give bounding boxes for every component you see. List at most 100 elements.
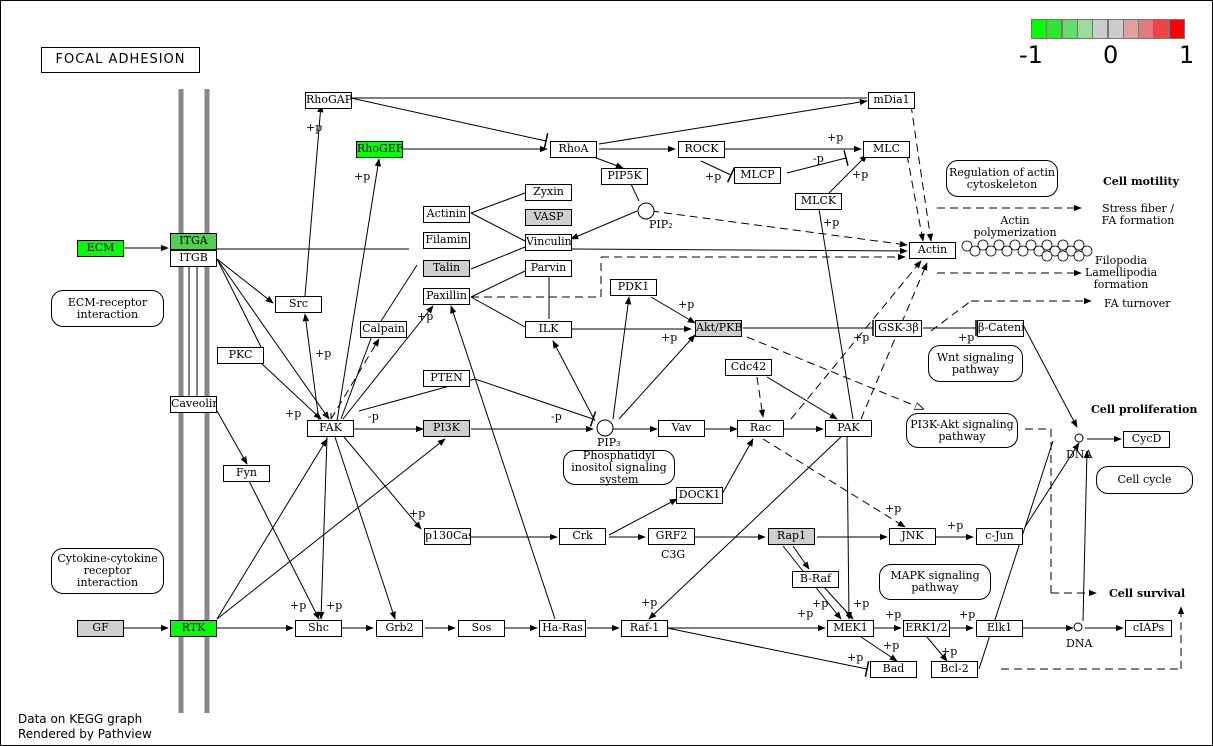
node-rhoa[interactable]: RhoA (550, 141, 597, 158)
node-cycd[interactable]: CycD (1123, 431, 1170, 448)
label-pip2: PIP₂ (649, 218, 673, 231)
node-rhogef[interactable]: RhoGEF (356, 141, 403, 158)
pathway-mapk[interactable]: MAPK signaling pathway (879, 564, 991, 600)
phospho-label: +p (885, 608, 902, 621)
node-fak[interactable]: FAK (307, 420, 354, 437)
node-actin[interactable]: Actin (909, 242, 956, 259)
node-gf[interactable]: GF (77, 620, 124, 637)
footer-line-2: Rendered by Pathview (18, 727, 152, 741)
node-pten[interactable]: PTEN (423, 370, 470, 387)
pathway-title: FOCAL ADHESION (41, 47, 200, 73)
phospho-label: +p (885, 502, 902, 515)
footer-line-1: Data on KEGG graph (18, 712, 143, 726)
node-sos[interactable]: Sos (458, 620, 505, 637)
node-zyxin[interactable]: Zyxin (525, 184, 572, 201)
node-bcl2[interactable]: Bcl-2 (931, 661, 978, 678)
node-braf[interactable]: B-Raf (792, 571, 839, 588)
node-mdia1[interactable]: mDia1 (868, 92, 915, 109)
node-mlcp[interactable]: MLCP (734, 167, 781, 184)
node-parvin[interactable]: Parvin (525, 260, 572, 277)
node-rhogap[interactable]: RhoGAP (305, 92, 352, 109)
node-vav[interactable]: Vav (658, 420, 705, 437)
node-itgb[interactable]: ITGB (170, 250, 217, 267)
node-rac[interactable]: Rac (737, 420, 784, 437)
node-vinculin[interactable]: Vinculin (525, 234, 572, 251)
phospho-label: +p (641, 596, 658, 609)
pathway-wnt[interactable]: Wnt signaling pathway (928, 345, 1023, 382)
node-cjun[interactable]: c-Jun (976, 528, 1023, 545)
phospho-label: +p (823, 216, 840, 229)
node-elk1[interactable]: Elk1 (976, 620, 1023, 637)
node-bad[interactable]: Bad (870, 661, 917, 678)
pathway-ecm-receptor[interactable]: ECM-receptor interaction (51, 290, 164, 327)
label-fa-turnover: FA turnover (1104, 297, 1171, 310)
node-pip5k[interactable]: PIP5K (601, 168, 648, 185)
node-src[interactable]: Src (275, 296, 322, 313)
node-dock1[interactable]: DOCK1 (676, 487, 723, 504)
pathway-pi3k-akt[interactable]: PI3K-Akt signaling pathway (906, 413, 1018, 448)
node-jnk[interactable]: JNK (889, 528, 936, 545)
node-ilk[interactable]: ILK (525, 321, 572, 338)
node-pdk1[interactable]: PDK1 (610, 279, 657, 296)
node-ciaps[interactable]: cIAPs (1125, 620, 1172, 637)
phospho-label: +p (409, 507, 426, 520)
pathway-phosphatidyl-inositol[interactable]: Phosphatidyl inositol signaling system (563, 449, 675, 485)
pathway-cell-cycle[interactable]: Cell cycle (1096, 466, 1193, 494)
pathway-regulation-actin[interactable]: Regulation of actin cytoskeleton (946, 160, 1058, 197)
node-pi3k[interactable]: PI3K (423, 420, 470, 437)
node-shc[interactable]: Shc (295, 620, 342, 637)
node-akt[interactable]: Akt/PKB (695, 320, 742, 337)
phospho-label: +p (315, 347, 332, 360)
node-crk[interactable]: Crk (559, 528, 606, 545)
phospho-label: +p (661, 331, 678, 344)
node-grf2[interactable]: GRF2 (648, 528, 695, 545)
node-hras[interactable]: Ha-Ras (539, 620, 586, 637)
phospho-label: +p (847, 651, 864, 664)
label-cell-proliferation: Cell proliferation (1091, 403, 1198, 416)
label-dna-1: DNA (1066, 448, 1093, 461)
node-grb2[interactable]: Grb2 (376, 620, 423, 637)
node-paxillin[interactable]: Paxillin (423, 288, 470, 305)
node-filamin[interactable]: Filamin (423, 232, 470, 249)
label-c3g: C3G (661, 548, 686, 561)
node-pkc[interactable]: PKC (217, 347, 264, 364)
phospho-label: +p (853, 597, 870, 610)
node-bcatenin[interactable]: β-Catenin (977, 320, 1024, 337)
node-actinin[interactable]: Actinin (423, 206, 470, 223)
legend-swatch (1061, 19, 1078, 39)
node-fyn[interactable]: Fyn (223, 465, 270, 482)
node-rap1[interactable]: Rap1 (768, 528, 815, 545)
node-pak[interactable]: PAK (825, 420, 872, 437)
node-raf1[interactable]: Raf-1 (621, 620, 668, 637)
phospho-label: +p (306, 121, 323, 134)
node-caveolin[interactable]: Caveolin (170, 396, 217, 413)
phospho-label: +p (883, 639, 900, 652)
phospho-label: +p (285, 407, 302, 420)
legend-swatch (1168, 19, 1185, 39)
legend-min-label: -1 (1019, 41, 1043, 69)
node-vasp[interactable]: VASP (525, 209, 572, 226)
node-mlc[interactable]: MLC (863, 141, 910, 158)
node-cdc42[interactable]: Cdc42 (725, 359, 772, 376)
node-mlck[interactable]: MLCK (795, 193, 842, 210)
legend-swatch (1107, 19, 1124, 39)
node-calpain[interactable]: Calpain (360, 321, 407, 338)
node-rtk[interactable]: RTK (170, 620, 217, 637)
phospho-label: +p (852, 168, 869, 181)
legend-mid-label: 0 (1103, 41, 1119, 69)
phospho-label: +p (941, 645, 958, 658)
pathway-cytokine[interactable]: Cytokine-cytokine receptor interaction (51, 548, 164, 594)
node-rock[interactable]: ROCK (678, 141, 725, 158)
node-gsk3b[interactable]: GSK-3β (875, 320, 922, 337)
node-mek1[interactable]: MEK1 (827, 620, 874, 637)
label-cell-motility: Cell motility (1103, 175, 1180, 188)
node-talin[interactable]: Talin (423, 260, 470, 277)
node-itga[interactable]: ITGA (170, 233, 217, 250)
phospho-label: +p (958, 331, 975, 344)
node-p130cas[interactable]: p130Cas (424, 528, 471, 545)
phospho-label: +p (326, 599, 343, 612)
node-erk[interactable]: ERK1/2 (903, 620, 950, 637)
dephospho-label: -p (368, 410, 379, 423)
node-ecm[interactable]: ECM (77, 240, 124, 257)
